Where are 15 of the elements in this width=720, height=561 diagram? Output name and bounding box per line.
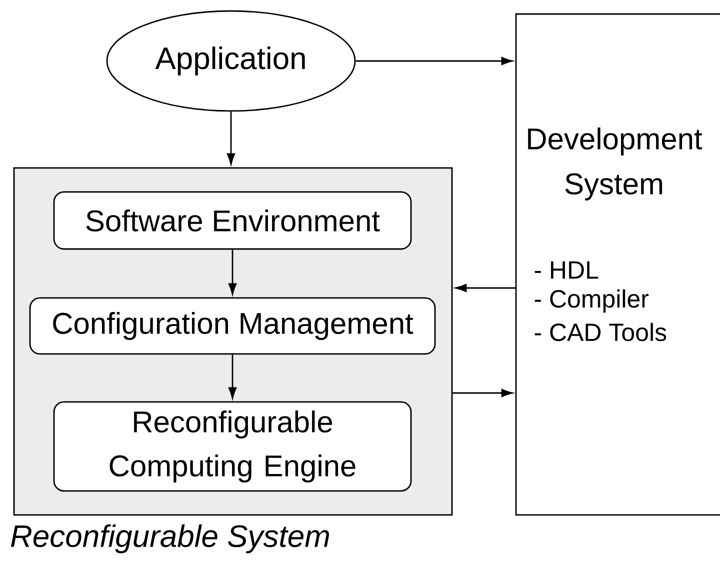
arrow [226, 112, 236, 165]
arrow [356, 56, 513, 66]
arrow [228, 354, 237, 399]
arrow [455, 284, 516, 292]
list-item: - HDL [534, 261, 598, 279]
list-item: - Compiler [534, 289, 649, 313]
box-title: Development System [528, 128, 702, 200]
list-item: - CAD Tools [534, 322, 666, 342]
arrow [452, 388, 513, 398]
process-box: Software Environment [53, 191, 412, 250]
process-box: Reconfigurable Computing Engine [53, 401, 412, 492]
process-box: Configuration Management [29, 297, 436, 355]
ellipse-node: Application [106, 10, 356, 112]
node-label: Reconfigurable System [10, 524, 329, 554]
arrow [228, 250, 237, 295]
